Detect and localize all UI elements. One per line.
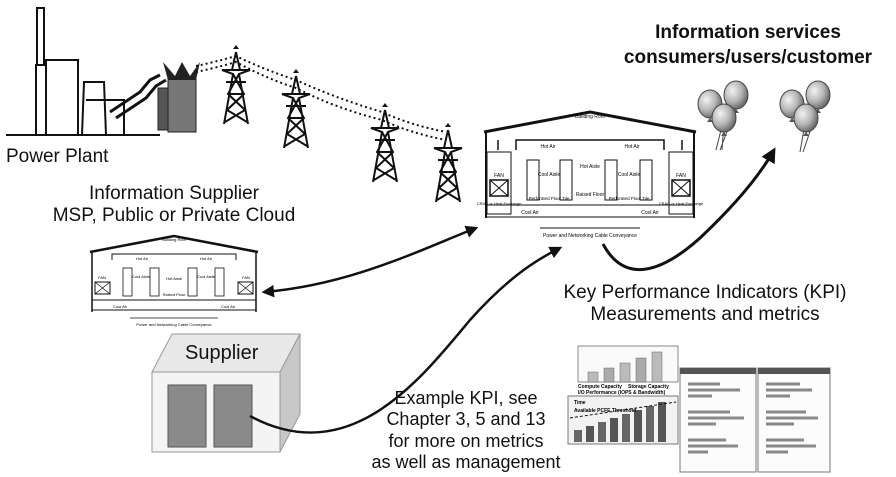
svg-text:Power and Networking Cable Con: Power and Networking Cable Conveyance [543, 233, 637, 239]
arrow-datacenter-to-consumers [601, 147, 776, 272]
datacenter-diagram-supplier-text: Building Roof Hot Air Hot Air Hot Aisle … [98, 237, 250, 327]
svg-text:CRAC or Heat Exchange: CRAC or Heat Exchange [659, 201, 704, 206]
svg-text:Raised Floor: Raised Floor [576, 192, 605, 198]
datacenter-diagram-supplier [89, 234, 259, 319]
arrow-building-to-datacenter [249, 246, 563, 434]
svg-text:Raised Floor: Raised Floor [163, 292, 186, 297]
svg-text:Perforated Floor Tile: Perforated Floor Tile [529, 196, 570, 201]
consumers-label-line1: Information services [655, 22, 841, 43]
power-plant-icon [6, 7, 200, 136]
svg-text:Hot Air: Hot Air [624, 144, 639, 150]
svg-text:Cool Aisle: Cool Aisle [618, 172, 640, 178]
example-kpi-line3: for more on metrics [388, 431, 544, 451]
svg-text:Hot Air: Hot Air [136, 256, 149, 261]
svg-text:Time: Time [574, 400, 586, 406]
arrow-supplier-to-datacenter [261, 225, 479, 298]
consumer-balloons-icon [697, 80, 831, 153]
example-kpi-line1: Example KPI, see [394, 388, 538, 408]
svg-text:Power and Networking Cable Con: Power and Networking Cable Conveyance [136, 322, 212, 327]
datacenter-diagram-main [483, 110, 697, 229]
svg-text:Cool Aisle: Cool Aisle [132, 274, 151, 279]
svg-text:Available PCFE Threshold: Available PCFE Threshold [574, 408, 636, 414]
metrics-label: Measurements and metrics [590, 304, 820, 325]
svg-text:FAN: FAN [242, 275, 250, 280]
svg-text:Compute Capacity: Compute Capacity [578, 384, 622, 390]
svg-text:Hot Air: Hot Air [200, 256, 213, 261]
transmission-tower-icon [221, 44, 463, 203]
svg-text:Cool Aisle: Cool Aisle [197, 274, 216, 279]
svg-text:Cool Air: Cool Air [641, 210, 659, 216]
svg-text:Building Roof: Building Roof [162, 237, 187, 242]
svg-text:Hot Aisle: Hot Aisle [580, 164, 600, 170]
svg-text:Cool Air: Cool Air [521, 210, 539, 216]
svg-text:FAN: FAN [98, 275, 106, 280]
datacenter-diagram-main-text: Building Roof Hot Air Hot Air Hot Aisle … [477, 114, 704, 239]
power-plant-label: Power Plant [6, 146, 109, 167]
information-supplier-label: Information Supplier [88, 183, 260, 204]
kpi-chart-text: Compute Capacity Storage Capacity I/O Pe… [574, 384, 669, 414]
svg-text:FAN: FAN [494, 173, 504, 179]
svg-text:CRAC or Heat Exchange: CRAC or Heat Exchange [477, 201, 522, 206]
kpi-charts-image [567, 345, 831, 473]
cloud-label: MSP, Public or Private Cloud [52, 205, 296, 226]
svg-text:Cool Aisle: Cool Aisle [538, 172, 560, 178]
svg-text:Hot Aisle: Hot Aisle [166, 276, 183, 281]
example-kpi-line4: as well as management [371, 452, 561, 472]
consumers-label-line2: consumers/users/customer [623, 47, 873, 68]
supplier-box-label: Supplier [185, 342, 259, 364]
example-kpi-line2: Chapter 3, 5 and 13 [386, 409, 546, 429]
supplier-building [151, 333, 301, 453]
svg-text:Cool Air: Cool Air [221, 304, 236, 309]
svg-text:Building Roof: Building Roof [575, 114, 605, 120]
svg-text:Storage Capacity: Storage Capacity [628, 384, 669, 390]
svg-text:FAN: FAN [676, 173, 686, 179]
svg-text:Perforated Floor Tile: Perforated Floor Tile [609, 196, 650, 201]
svg-text:I/O Performance (IOPS & Bandwi: I/O Performance (IOPS & Bandwidth) [578, 390, 666, 396]
kpi-label: Key Performance Indicators (KPI) [563, 282, 847, 303]
svg-text:Cool Air: Cool Air [113, 304, 128, 309]
svg-text:Hot Air: Hot Air [540, 144, 555, 150]
